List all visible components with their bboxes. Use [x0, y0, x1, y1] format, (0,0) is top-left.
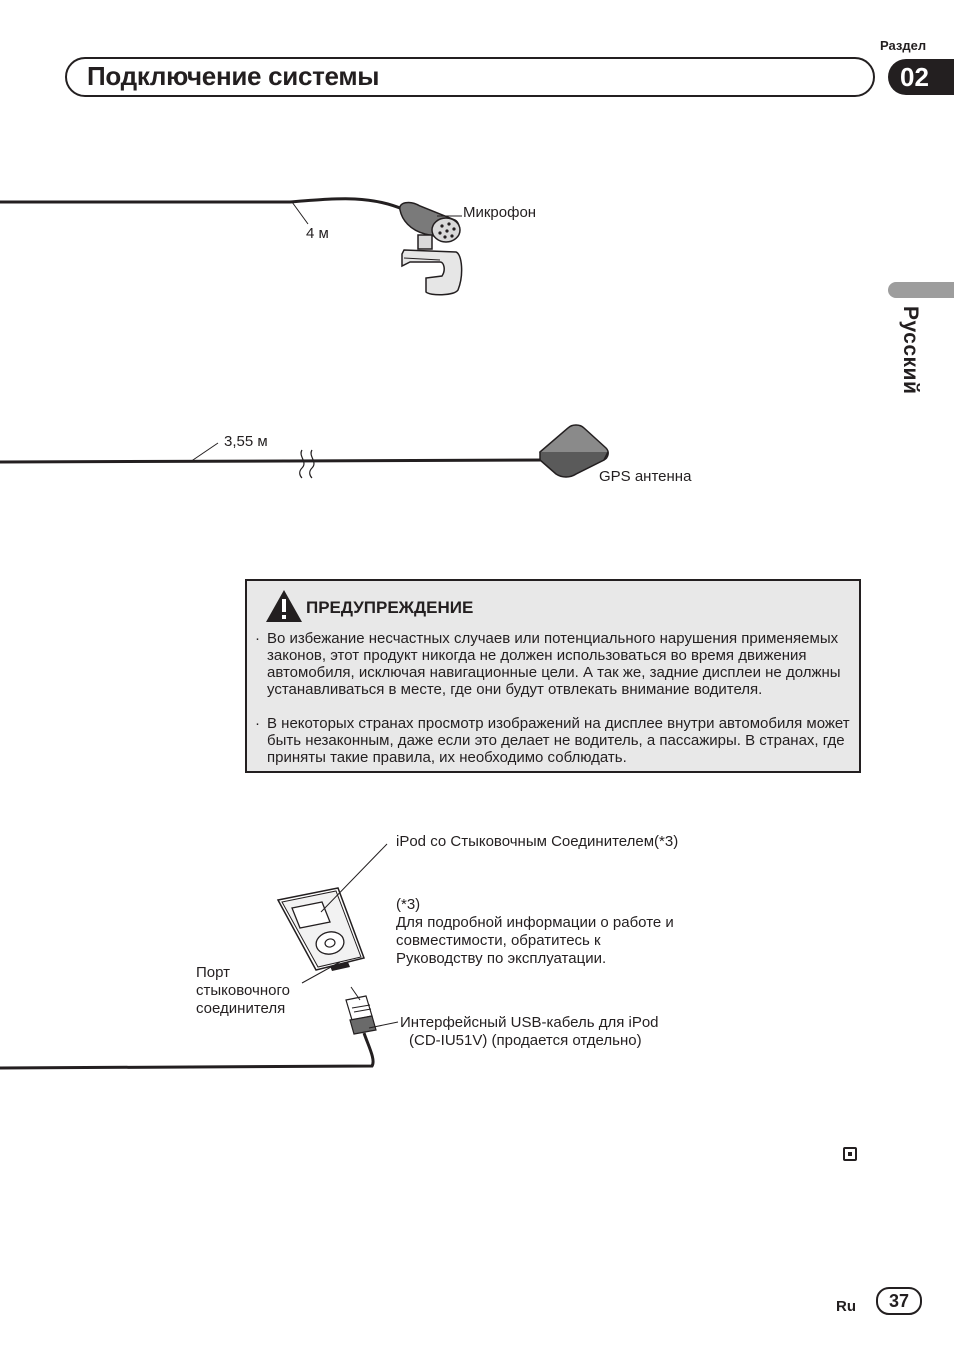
microphone-length-leader [291, 201, 309, 225]
microphone-icon [399, 201, 463, 296]
warning-item: · В некоторых странах просмотр изображен… [255, 715, 857, 766]
warning-icon [266, 590, 302, 622]
warning-heading: ПРЕДУПРЕЖДЕНИЕ [306, 598, 474, 617]
port-label-leader [301, 961, 341, 984]
cable-label-line: Интерфейсный USB-кабель для iPod [400, 1014, 659, 1031]
gps-cable [0, 458, 549, 464]
section-badge: 02 [888, 59, 954, 95]
language-label: Русский [899, 306, 922, 395]
warning-item-text: Во избежание несчастных случаев или поте… [267, 630, 841, 698]
gps-diagram [0, 424, 609, 479]
microphone-diagram [0, 197, 463, 296]
ipod-label: iPod со Стыковочным Соединителем(*3) [396, 833, 679, 850]
cable-label: Интерфейсный USB-кабель для iPod (CD-IU5… [400, 1014, 659, 1050]
warning-bullet: · [255, 630, 260, 647]
warning-box: ПРЕДУПРЕЖДЕНИЕ · Во избежание несчастных… [245, 579, 861, 773]
connector-arrow [350, 986, 361, 1001]
ipod-note-line: Руководству по эксплуатации. [396, 950, 607, 967]
ipod-icon [276, 887, 365, 971]
port-label-line: стыковочного [196, 982, 290, 999]
port-label: Порт стыковочного соединителя [196, 964, 290, 1018]
usb-cable [0, 1032, 375, 1070]
usb-connector-icon [345, 995, 377, 1035]
microphone-label: Микрофон [463, 204, 537, 221]
footer-language: Ru [836, 1298, 856, 1315]
gps-length: 3,55 м [224, 433, 268, 450]
ipod-note-marker: (*3) [396, 896, 421, 913]
microphone-cable [0, 197, 406, 212]
end-of-section-icon [843, 1147, 857, 1161]
gps-antenna-icon [539, 424, 609, 478]
section-label: Раздел [880, 38, 927, 53]
gps-label: GPS антенна [599, 468, 692, 485]
ipod-diagram [0, 843, 399, 1070]
port-label-line: Порт [196, 964, 231, 981]
port-label-line: соединителя [196, 1000, 286, 1017]
page-number: 37 [876, 1287, 922, 1315]
ipod-note: (*3) Для подробной информации о работе и… [396, 896, 674, 968]
cable-break-icon [299, 449, 315, 479]
gps-length-leader [189, 442, 219, 463]
language-tab [888, 282, 954, 298]
warning-item-text: В некоторых странах просмотр изображений… [267, 715, 850, 766]
ipod-label-leader [320, 843, 388, 913]
title-bar: Подключение системы [65, 57, 875, 97]
warning-bullet: · [255, 715, 260, 732]
ipod-note-line: совместимости, обратитесь к [396, 932, 601, 949]
microphone-length: 4 м [306, 225, 329, 242]
ipod-note-line: Для подробной информации о работе и [396, 914, 674, 931]
cable-label-line: (CD-IU51V) (продается отдельно) [409, 1032, 642, 1049]
cable-label-leader [368, 1021, 399, 1029]
section-number: 02 [900, 62, 929, 92]
page-title: Подключение системы [87, 61, 380, 91]
warning-item: · Во избежание несчастных случаев или по… [255, 630, 857, 698]
